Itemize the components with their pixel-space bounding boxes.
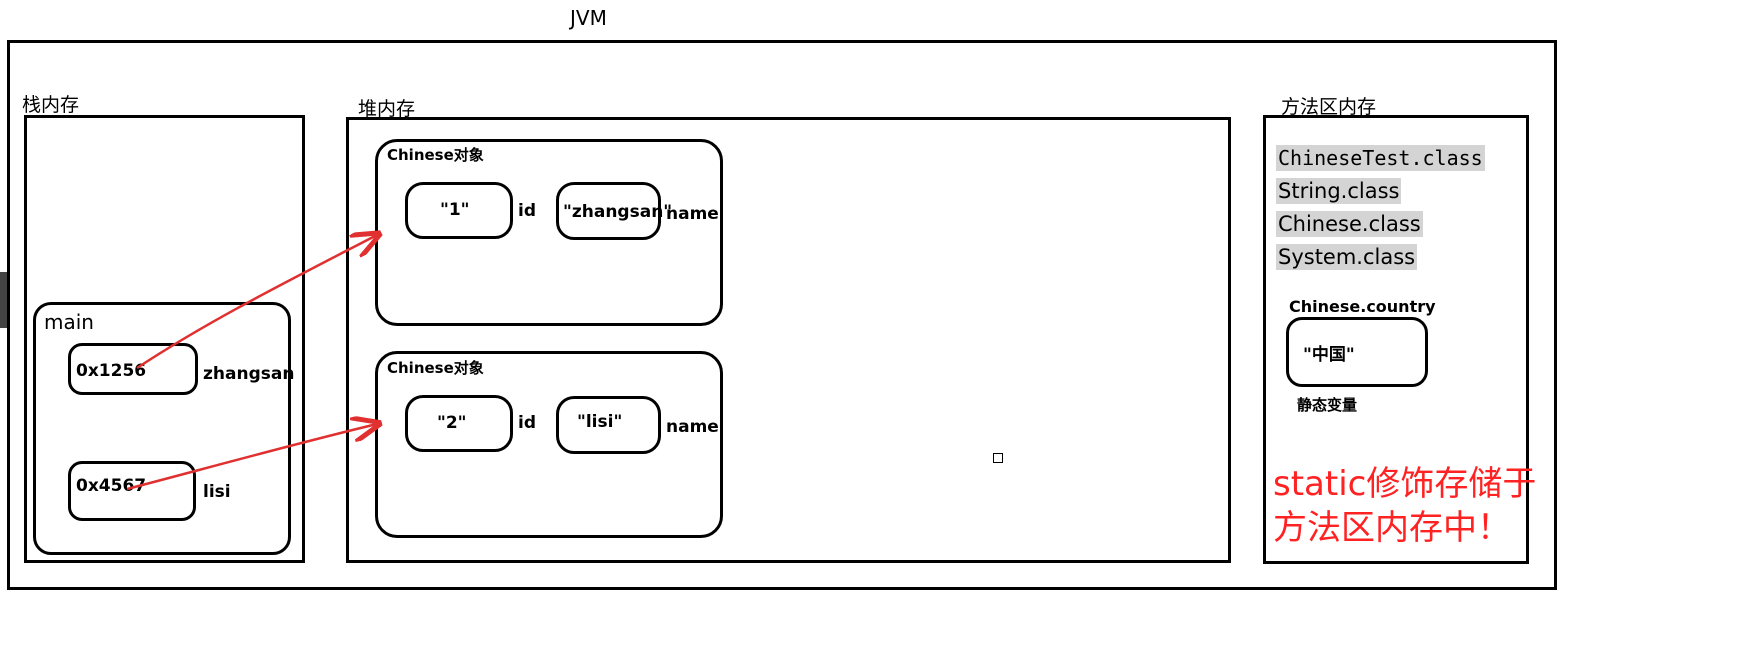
stack-title: 栈内存 bbox=[22, 94, 80, 116]
class-chinesetest: ChineseTest.class bbox=[1276, 145, 1485, 171]
object-1-name-box bbox=[556, 182, 661, 240]
var-box-lisi bbox=[68, 461, 196, 521]
heap-object-1-title: Chinese对象 bbox=[387, 146, 484, 164]
object-1-name-value: "zhangsan" bbox=[563, 202, 673, 222]
var-value-lisi: 0x4567 bbox=[76, 476, 147, 496]
method-area-box bbox=[1263, 115, 1529, 564]
jvm-title: JVM bbox=[570, 6, 607, 30]
arrow-zhangsan-to-object-1 bbox=[136, 235, 377, 370]
class-chinese: Chinese.class bbox=[1276, 211, 1423, 237]
object-1-id-box bbox=[405, 182, 513, 239]
static-var-value: "中国" bbox=[1303, 345, 1355, 365]
static-var-caption: 静态变量 bbox=[1297, 396, 1358, 414]
var-name-lisi: lisi bbox=[203, 482, 231, 502]
object-1-name-label: name bbox=[666, 204, 719, 224]
var-name-zhangsan: zhangsan bbox=[203, 364, 295, 384]
object-2-name-box bbox=[556, 396, 661, 454]
heap-object-2-title: Chinese对象 bbox=[387, 359, 484, 377]
object-1-id-value: "1" bbox=[440, 200, 470, 220]
stack-memory-box bbox=[24, 115, 305, 563]
method-area-title: 方法区内存 bbox=[1281, 96, 1377, 118]
class-system: System.class bbox=[1276, 244, 1418, 270]
var-box-zhangsan bbox=[68, 343, 198, 395]
heap-memory-box bbox=[346, 117, 1231, 563]
jvm-container bbox=[7, 40, 1557, 590]
arrow-lisi-to-object-2 bbox=[126, 424, 377, 491]
static-var-box bbox=[1286, 317, 1428, 387]
heap-title: 堆内存 bbox=[358, 98, 416, 120]
left-edge-marker bbox=[0, 272, 8, 328]
class-string: String.class bbox=[1276, 178, 1402, 204]
static-note-line2: 方法区内存中！ bbox=[1273, 508, 1511, 548]
object-2-id-box bbox=[405, 395, 513, 452]
small-square-marker bbox=[993, 453, 1003, 463]
object-2-name-value: "lisi" bbox=[577, 412, 623, 432]
object-1-id-label: id bbox=[518, 201, 536, 221]
object-2-id-value: "2" bbox=[437, 413, 467, 433]
static-note-line1: static修饰存储于 bbox=[1273, 464, 1537, 504]
main-frame-label: main bbox=[44, 310, 94, 334]
object-2-name-label: name bbox=[666, 417, 719, 437]
static-var-title: Chinese.country bbox=[1289, 297, 1436, 316]
object-2-id-label: id bbox=[518, 413, 536, 433]
var-value-zhangsan: 0x1256 bbox=[76, 361, 147, 381]
